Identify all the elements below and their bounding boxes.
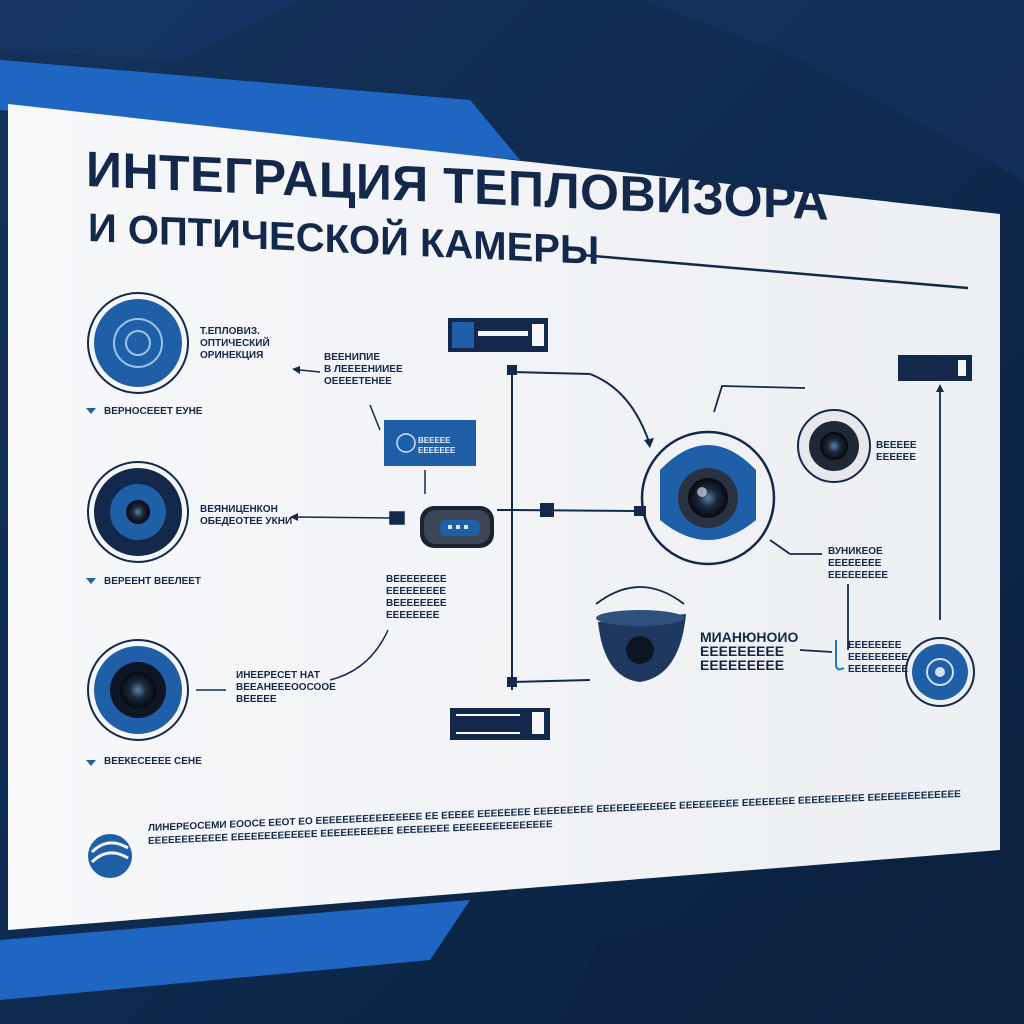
lens-camera-caption: ВЕЕЕЕЕ ЕЕЕЕЕЕ bbox=[876, 440, 917, 464]
thermal-footer: ВЕРНОСЕЕЕТ ЕУНЕ bbox=[104, 406, 202, 418]
top-note: ВЕЕНИПИЕ В ЛЕЕЕЕНИИЕЕ ОЕЕЕЕТЕНЕЕ bbox=[324, 352, 403, 388]
footer-text: ЛИНЕРЕОСЕМИ ЕООСЕ ЕЕОТ ЕО ЕЕЕЕЕЕЕЕЕЕЕЕЕЕ… bbox=[148, 788, 968, 848]
optical-footer: ВЕРЕЕНТ ВЕЕЛЕЕТ bbox=[104, 576, 201, 588]
side-note: ВЕЕЕЕЕЕЕЕ ЕЕЕЕЕЕЕЕЕ ВЕЕЕЕЕЕЕЕ ЕЕЕЕЕЕЕЕ bbox=[386, 574, 447, 622]
center-caption: ВУНИКЕОЕ ЕЕЕЕЕЕЕЕ ЕЕЕЕЕЕЕЕЕ bbox=[828, 546, 888, 582]
thermal-caption: Т.ЕПЛОВИЗ. ОПТИЧЕСКИЙ ОРИНЕКЦИЯ bbox=[200, 326, 270, 362]
info-box-label: ВЕЕЕЕЕ ЕЕЕЕЕЕЕ bbox=[418, 436, 455, 456]
dome-caption: МИАНЮНОИО ЕЕЕЕЕЕЕЕЕ ЕЕЕЕЕЕЕЕЕ bbox=[700, 630, 798, 672]
sensor-caption: ЕЕЕЕЕЕЕЕ ЕЕЕЕЕЕЕЕЕ ЕЕЕЕЕЕЕЕЕ bbox=[848, 640, 908, 676]
lens-footer: ВЕЕКЕСЕЕЕЕ СЕНЕ bbox=[104, 756, 202, 768]
lens-caption: ИНЕЕРЕСЕТ НАТ ВЕЕАНЕЕЕООСООЕ ВЕЕЕЕЕ bbox=[236, 670, 336, 706]
optical-caption: ВЕЯНИЦЕНКОН ОБЕДЕОТЕЕ УКНИ bbox=[200, 504, 292, 528]
